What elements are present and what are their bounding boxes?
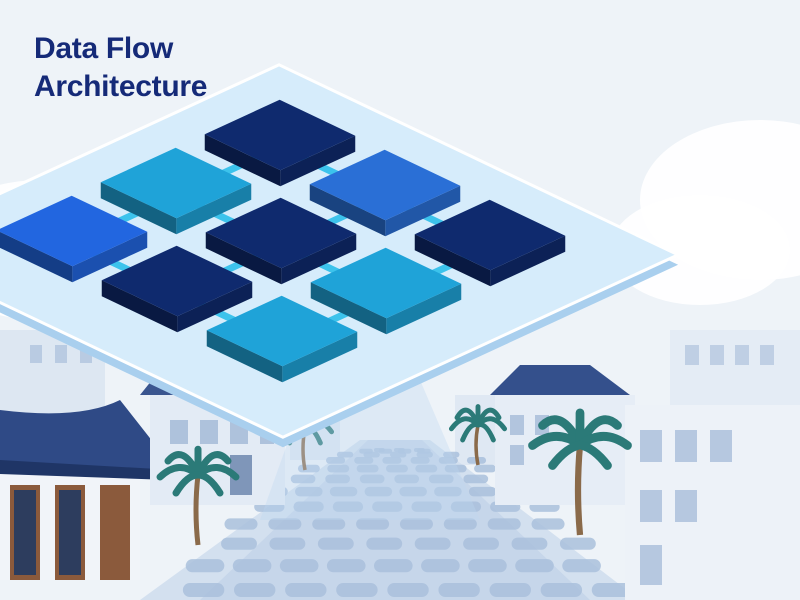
cobblestone	[326, 457, 346, 464]
cobblestone	[443, 518, 477, 530]
cobblestone	[540, 583, 583, 597]
flow-node	[310, 247, 462, 335]
palm-tree	[156, 445, 240, 546]
cobblestone	[487, 518, 521, 530]
cobblestone	[224, 518, 258, 530]
cobblestone	[468, 559, 507, 573]
cobblestones	[182, 448, 634, 597]
flow-node	[309, 149, 461, 237]
title-line-1: Data Flow	[34, 32, 173, 65]
road	[140, 440, 640, 600]
cobblestone	[268, 518, 302, 530]
cobblestone	[463, 474, 489, 484]
cobblestone	[374, 559, 413, 573]
cobblestone	[363, 451, 380, 458]
cobblestone	[332, 501, 364, 512]
cobblestone	[438, 583, 480, 597]
cobblestone	[364, 486, 393, 497]
cobblestone	[394, 474, 420, 484]
cobblestone	[232, 559, 272, 573]
title-line-2: Architecture	[34, 70, 208, 103]
cobblestone	[474, 464, 496, 473]
cobblestone	[269, 537, 306, 550]
flow-node	[101, 245, 253, 333]
cobblestone	[359, 474, 385, 484]
cobblestone	[562, 559, 601, 573]
cobblestone	[559, 537, 596, 550]
diagram-title: Data Flow Architecture	[34, 30, 294, 106]
cobblestone	[468, 486, 497, 497]
flow-node	[206, 295, 358, 383]
cobblestone	[326, 559, 366, 573]
cobblestone	[463, 537, 499, 550]
cobblestone	[290, 474, 316, 484]
cobblestone	[366, 537, 403, 550]
cobblestone	[450, 501, 482, 512]
cobblestone	[329, 486, 358, 497]
cobblestone	[444, 464, 467, 473]
cobblestone	[354, 457, 374, 464]
cobblestone	[372, 501, 403, 512]
cobblestone	[531, 518, 565, 530]
cobblestone	[185, 559, 225, 573]
cobblestone	[387, 583, 429, 597]
cobblestone	[382, 457, 402, 464]
flow-node	[204, 99, 356, 187]
cobblestone	[399, 486, 427, 497]
flow-node	[0, 195, 148, 283]
cobblestone	[410, 457, 430, 464]
cobblestone	[416, 451, 433, 458]
cobblestone	[443, 451, 460, 458]
cobblestone	[221, 537, 257, 550]
cobblestone	[327, 464, 350, 473]
cobblestone	[386, 464, 408, 473]
cobblestone	[378, 448, 393, 454]
building-right-front	[625, 405, 800, 600]
cobblestone	[399, 518, 433, 530]
cobblestone	[317, 537, 354, 550]
cobblestone	[295, 486, 323, 497]
flow-node	[100, 147, 252, 235]
flow-node	[414, 199, 566, 287]
cobblestone	[293, 501, 324, 512]
cobblestone	[390, 451, 407, 458]
cobblestone	[415, 464, 438, 473]
cobblestone	[414, 537, 451, 550]
cobblestone	[182, 583, 225, 597]
data-flow-diagram	[0, 63, 682, 448]
cobblestone	[356, 464, 379, 473]
cobblestone	[438, 457, 458, 464]
flow-node	[205, 197, 357, 285]
cobblestone	[428, 474, 454, 484]
cobblestone	[325, 474, 350, 484]
cobblestone	[591, 583, 634, 597]
cobblestone	[411, 501, 442, 512]
palm-tree	[448, 404, 508, 466]
traditional-house-left	[0, 400, 175, 580]
cobblestone	[511, 537, 548, 550]
cobblestone	[421, 559, 460, 573]
cobblestone	[312, 518, 346, 530]
cobblestone	[434, 486, 462, 497]
cobblestone	[489, 583, 531, 597]
cobblestone	[336, 583, 378, 597]
cobblestone	[234, 583, 276, 597]
cobblestone	[356, 518, 390, 530]
cobblestone	[285, 583, 327, 597]
palm-tree	[528, 408, 632, 536]
cobblestone	[336, 451, 354, 458]
cobblestone	[515, 559, 554, 573]
cobblestone	[279, 559, 319, 573]
